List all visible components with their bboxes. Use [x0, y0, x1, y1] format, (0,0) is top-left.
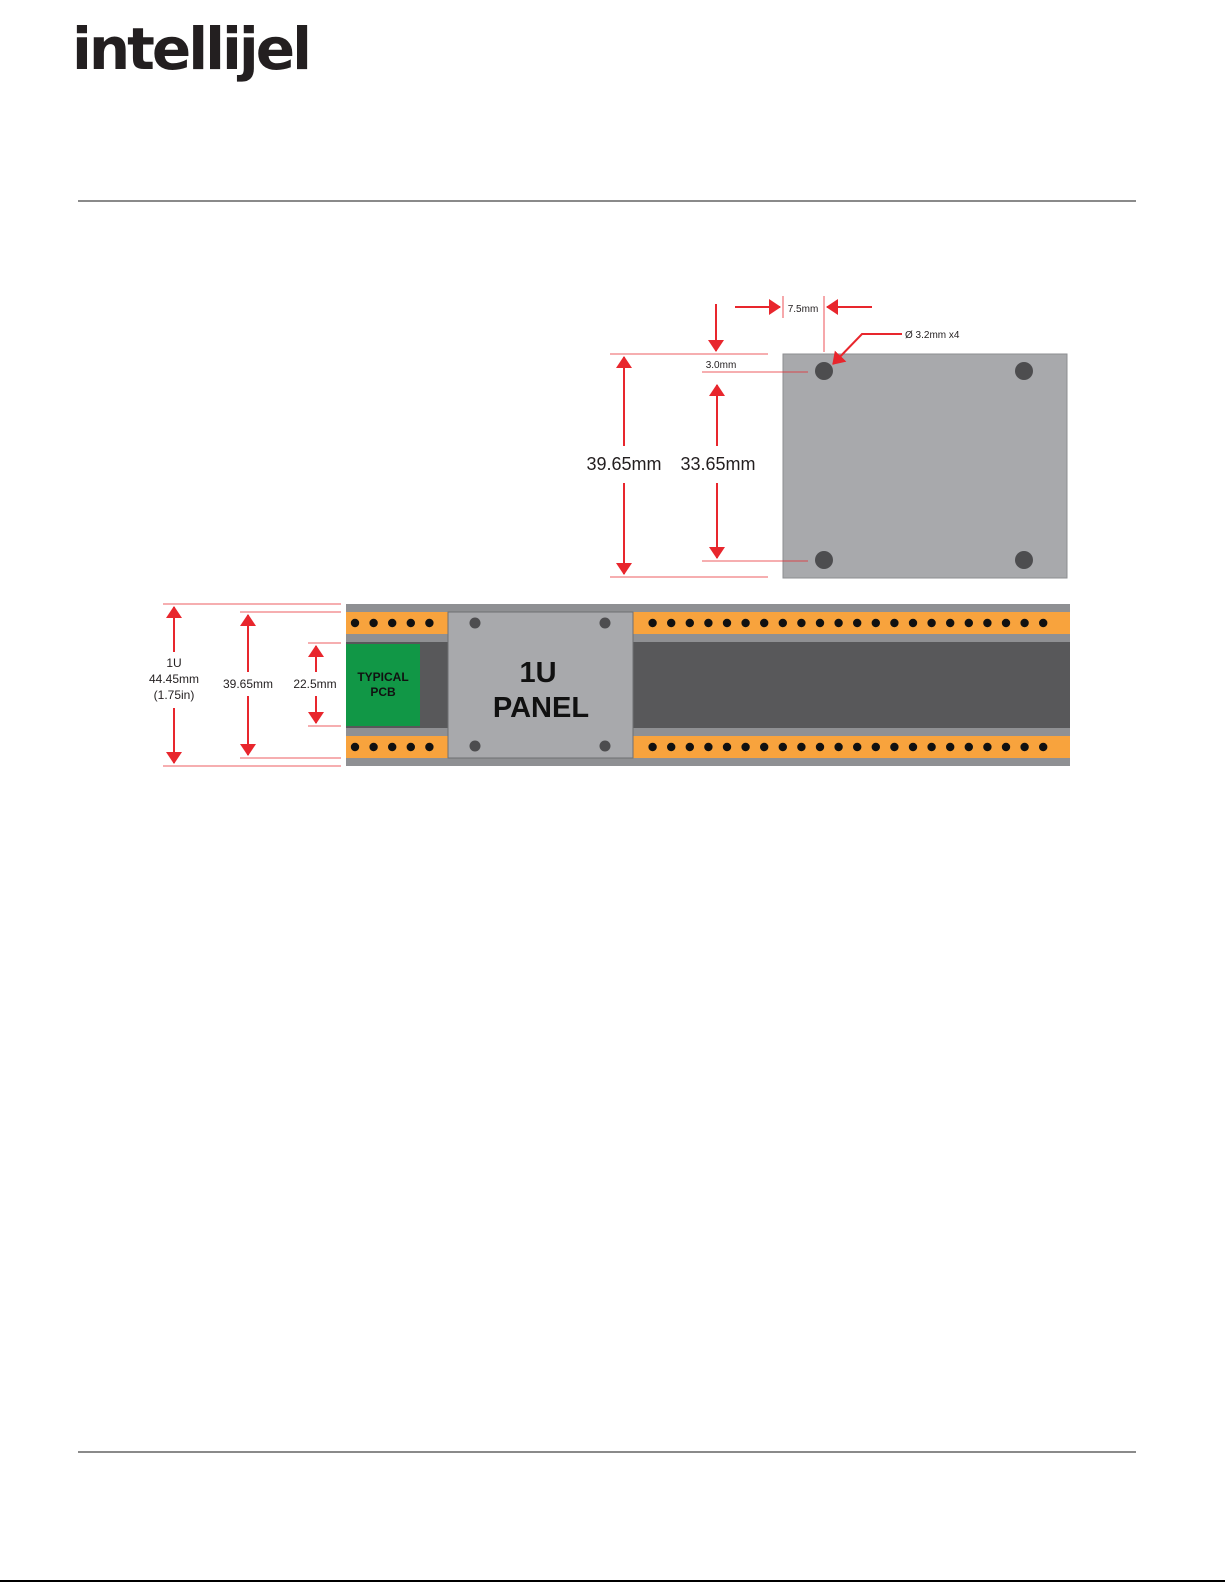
pcb-height-label: 22.5mm — [293, 677, 336, 691]
rail-hole — [965, 743, 973, 751]
hole-spacing-label: 7.5mm — [788, 304, 819, 315]
rail-hole — [407, 743, 415, 751]
rail-hole — [723, 619, 731, 627]
rail-hole — [351, 619, 359, 627]
panel-label-line1: 1U — [519, 657, 556, 689]
mounting-hole — [470, 618, 481, 629]
rail-hole — [369, 619, 377, 627]
hole-offset-label: 3.0mm — [706, 360, 737, 371]
rail-hole — [797, 743, 805, 751]
rack-height-label-2: 44.45mm — [149, 672, 199, 686]
mounting-hole — [815, 551, 833, 569]
rail-hole — [890, 743, 898, 751]
rail-hole — [927, 619, 935, 627]
rail-hole — [1002, 619, 1010, 627]
rail-hole — [834, 619, 842, 627]
mounting-hole — [470, 741, 481, 752]
rail-hole — [369, 743, 377, 751]
rail-hole — [909, 619, 917, 627]
rail-hole — [704, 619, 712, 627]
panel-height-label: 39.65mm — [586, 454, 661, 474]
rack-height-label-1: 1U — [166, 656, 181, 670]
rail-hole — [779, 743, 787, 751]
hole-diameter-label: Ø 3.2mm x4 — [905, 330, 960, 341]
rail-hole — [927, 743, 935, 751]
rail-hole — [723, 743, 731, 751]
rail-hole — [983, 619, 991, 627]
mounting-hole — [1015, 551, 1033, 569]
rail-hole — [797, 619, 805, 627]
rail-hole — [760, 743, 768, 751]
rail-hole — [1039, 743, 1047, 751]
rail-hole — [388, 743, 396, 751]
mounting-hole — [1015, 362, 1033, 380]
rail-hole — [1020, 743, 1028, 751]
rail-hole — [425, 619, 433, 627]
panel-body — [783, 354, 1067, 578]
rail-hole — [779, 619, 787, 627]
rail-hole — [909, 743, 917, 751]
rail-hole — [853, 743, 861, 751]
top-rail-cap — [346, 604, 1070, 612]
rail-hole — [816, 743, 824, 751]
rail-hole — [965, 619, 973, 627]
pcb-label-line2: PCB — [370, 685, 396, 699]
panel-label-line2: PANEL — [493, 692, 589, 724]
rail-hole — [704, 743, 712, 751]
rail-hole — [667, 743, 675, 751]
bottom-rail-cap — [346, 758, 1070, 766]
mounting-hole — [600, 618, 611, 629]
rail-hole — [686, 743, 694, 751]
panel-front-view — [783, 354, 1067, 578]
rail-hole — [1002, 743, 1010, 751]
case-dimension-labels: 1U 44.45mm (1.75in) 39.65mm 22.5mm — [149, 656, 337, 702]
rail-hole — [388, 619, 396, 627]
rail-hole — [816, 619, 824, 627]
rack-height-label-3: (1.75in) — [154, 688, 195, 702]
rail-hole — [741, 743, 749, 751]
rail-hole — [667, 619, 675, 627]
rail-hole — [648, 619, 656, 627]
rail-hole — [648, 743, 656, 751]
rail-hole — [872, 743, 880, 751]
rail-hole — [760, 619, 768, 627]
rail-hole — [407, 619, 415, 627]
rail-hole — [872, 619, 880, 627]
rail-hole — [834, 743, 842, 751]
case-panel-height-label: 39.65mm — [223, 677, 273, 691]
rail-hole — [1039, 619, 1047, 627]
mounting-hole — [600, 741, 611, 752]
rail-hole — [425, 743, 433, 751]
rail-hole — [983, 743, 991, 751]
hole-vertical-spacing-label: 33.65mm — [680, 454, 755, 474]
mounting-hole — [815, 362, 833, 380]
rail-hole — [946, 743, 954, 751]
rail-hole — [686, 619, 694, 627]
rail-hole — [946, 619, 954, 627]
rail-hole — [351, 743, 359, 751]
one-u-panel: 1U PANEL — [448, 612, 633, 758]
rail-hole — [890, 619, 898, 627]
pcb-label-line1: TYPICAL — [357, 670, 408, 684]
rail-hole — [1020, 619, 1028, 627]
typical-pcb: TYPICAL PCB — [346, 644, 420, 726]
rail-hole — [853, 619, 861, 627]
rail-hole — [741, 619, 749, 627]
